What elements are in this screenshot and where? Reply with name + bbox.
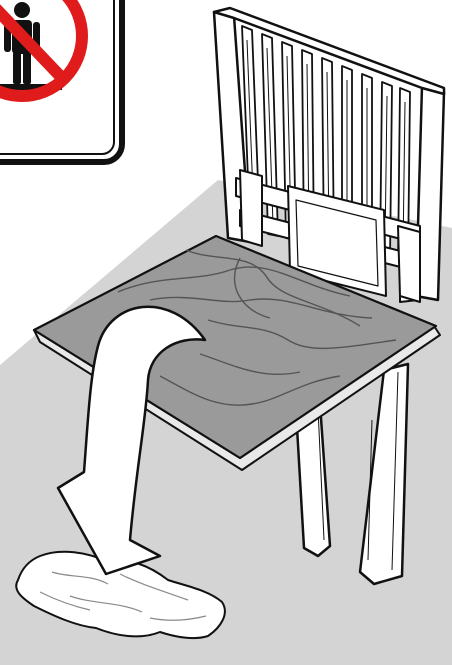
no-standing-prohibition-icon bbox=[0, 0, 122, 162]
